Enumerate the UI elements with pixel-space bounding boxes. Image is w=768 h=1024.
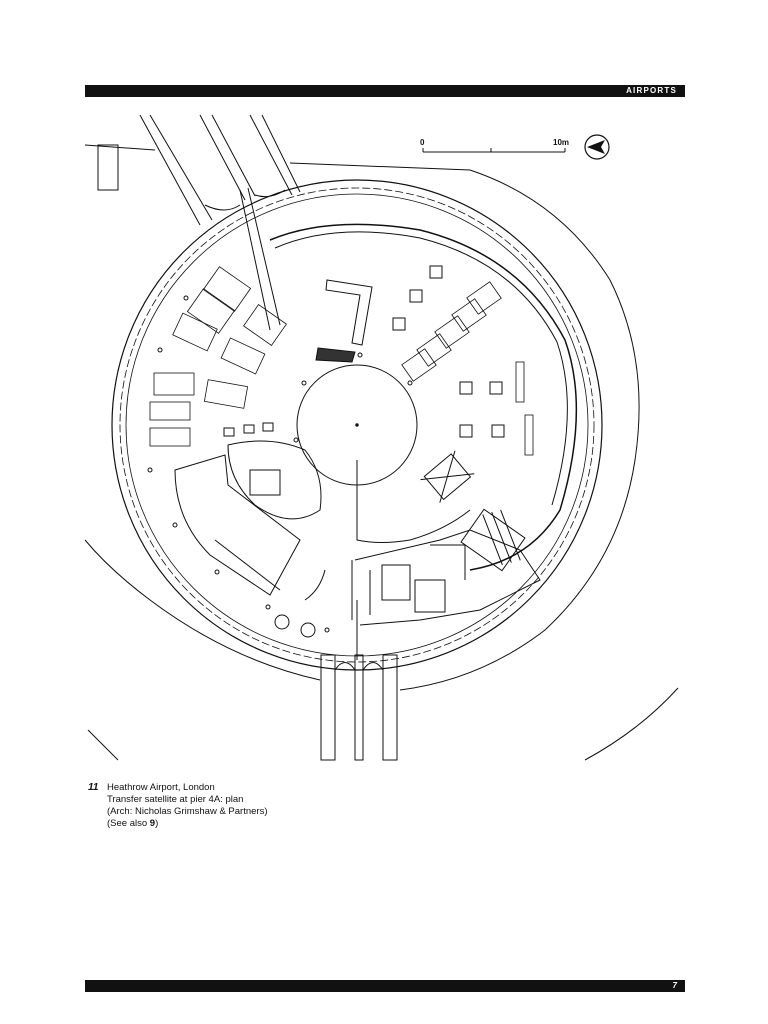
caption-line-3: (Arch: Nicholas Grimshaw & Partners) (107, 806, 268, 817)
section-title: AIRPORTS (626, 86, 677, 95)
see-also-prefix: (See also (107, 818, 150, 829)
caption-line-4: (See also 9) (107, 818, 507, 830)
scale-bar: 0 10m (420, 138, 569, 153)
see-also-suffix: ) (155, 818, 159, 829)
figure-caption: Heathrow Airport, London Transfer satell… (107, 782, 507, 830)
north-arrow-icon (584, 134, 610, 160)
footer-bar: 7 (85, 980, 685, 992)
scale-start-label: 0 (420, 138, 425, 147)
figure-number: 11 (88, 782, 99, 793)
caption-line-2: Transfer satellite at pier 4A: plan (107, 794, 244, 805)
scale-end-label: 10m (553, 138, 569, 147)
page-number: 7 (672, 981, 677, 990)
caption-line-1: Heathrow Airport, London (107, 782, 215, 793)
see-also-reference: 9 (149, 818, 156, 829)
header-bar: AIRPORTS (85, 85, 685, 97)
